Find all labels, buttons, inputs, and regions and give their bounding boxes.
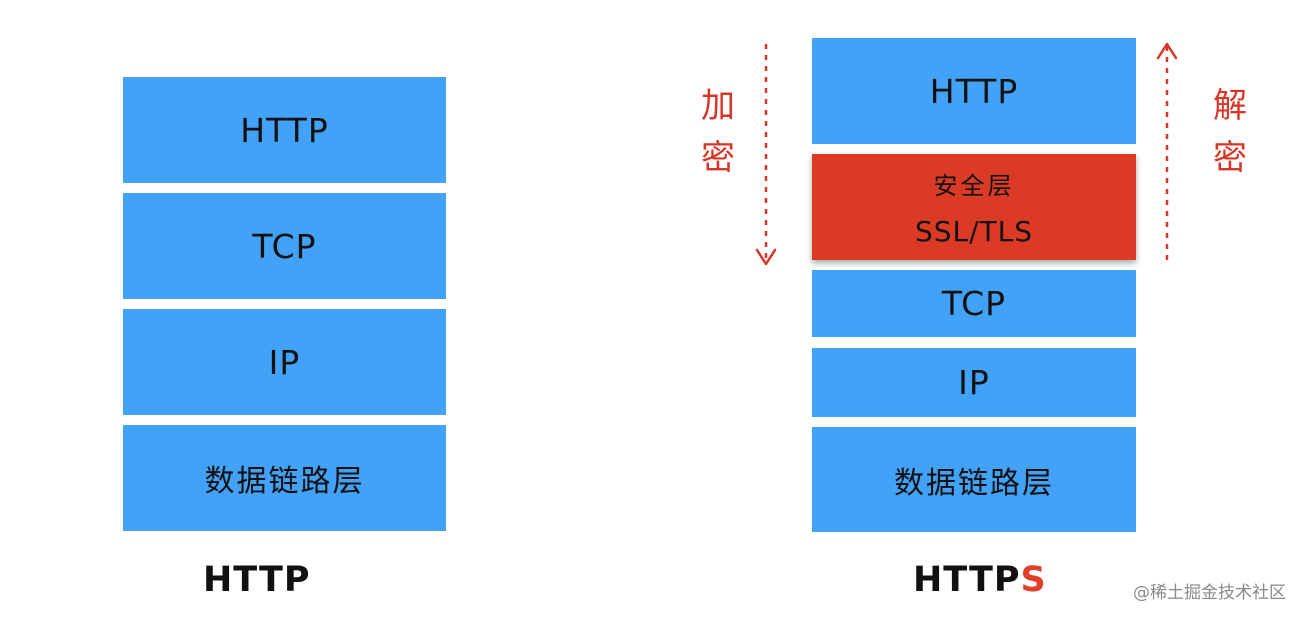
- security-layer: 安全层 SSL/TLS: [812, 154, 1136, 260]
- https-caption-main: HTTP: [913, 560, 1021, 600]
- http-caption: HTTP: [203, 560, 311, 600]
- decrypt-label-char-2: 密: [1213, 138, 1247, 178]
- https-layer-ip: IP: [812, 348, 1136, 417]
- https-caption: HTTPS: [913, 560, 1047, 600]
- http-layer-http: HTTP: [123, 77, 446, 183]
- decrypt-arrow: [1156, 42, 1178, 266]
- https-layer-http: HTTP: [812, 38, 1136, 144]
- decrypt-label-char-1: 解: [1213, 86, 1247, 126]
- encrypt-label-char-1: 加: [701, 86, 735, 126]
- https-layer-tcp: TCP: [812, 270, 1136, 337]
- encrypt-label: 加 密: [693, 80, 743, 184]
- http-layer-ip: IP: [123, 309, 446, 415]
- encrypt-arrow: [755, 44, 777, 266]
- https-caption-accent: S: [1020, 560, 1047, 600]
- security-layer-protocol: SSL/TLS: [914, 215, 1034, 248]
- watermark: @稀土掘金技术社区: [1133, 583, 1286, 603]
- decrypt-label: 解 密: [1205, 80, 1255, 184]
- http-layer-tcp: TCP: [123, 193, 446, 299]
- https-layer-datalink: 数据链路层: [812, 427, 1136, 532]
- security-layer-title: 安全层: [933, 172, 1015, 200]
- http-layer-datalink: 数据链路层: [123, 425, 446, 531]
- encrypt-label-char-2: 密: [701, 138, 735, 178]
